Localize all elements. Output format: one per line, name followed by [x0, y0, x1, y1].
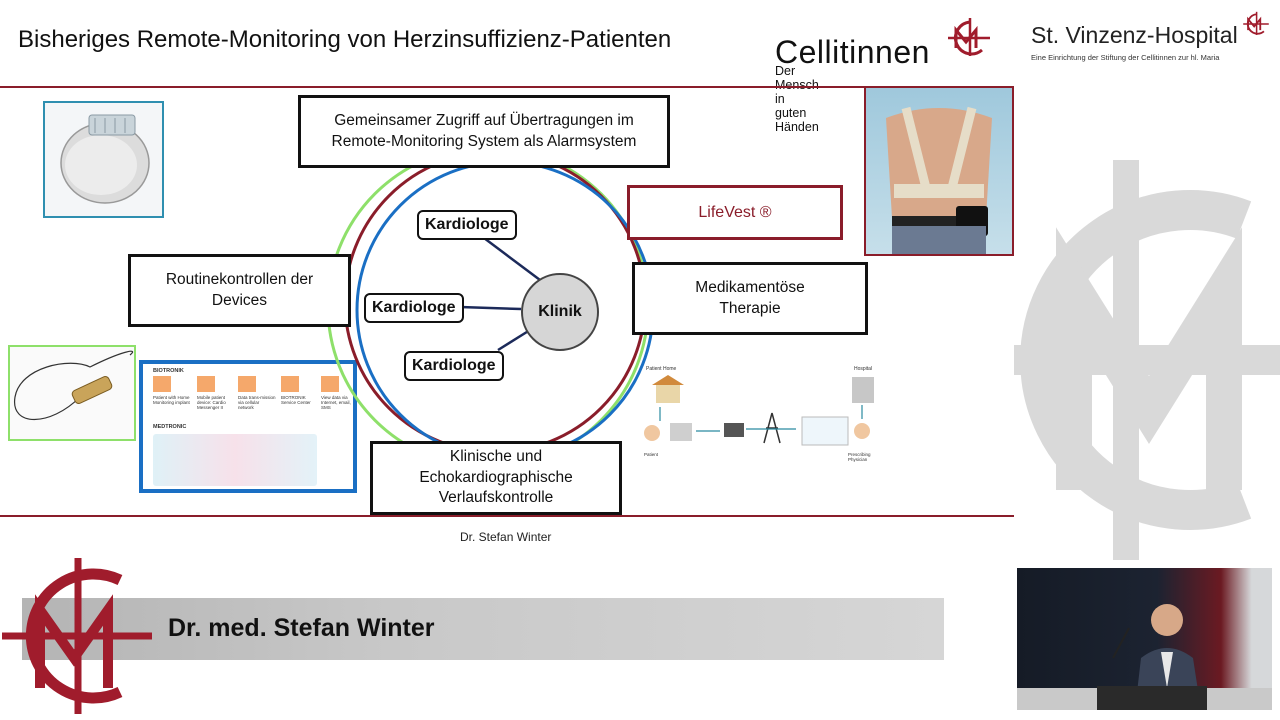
speaker-figure	[1017, 604, 1272, 710]
speaker-name: Dr. med. Stefan Winter	[168, 614, 435, 642]
step-1-label: Patient with Home Monitoring implant	[153, 395, 190, 405]
medtronic-illustration	[153, 434, 317, 486]
hospital-subtitle: Eine Einrichtung der Stiftung der Cellit…	[1031, 53, 1220, 62]
hospital-emblem-icon	[1243, 11, 1269, 35]
network-icon	[644, 375, 874, 446]
step-2-label: Mobile patient device: Cardio Messenger …	[197, 395, 226, 410]
loop-recorder-image	[8, 345, 136, 441]
connector-3	[497, 328, 531, 352]
top-divider	[0, 86, 1014, 88]
top-box: Gemeinsamer Zugriff auf Übertragungen im…	[298, 95, 670, 168]
biotronik-label: BIOTRONIK	[153, 368, 184, 374]
medtronic-label: MEDTRONIC	[153, 424, 187, 430]
pacemaker-image	[43, 101, 164, 218]
step-5-label: View data via Internet, email, SMS	[321, 395, 351, 410]
torso-illustration	[886, 106, 992, 254]
remote-network-figure: Patient Home Hospital Patient Prescribin…	[636, 365, 886, 465]
hospital-label: Hospital	[854, 366, 873, 372]
connector-2	[459, 305, 522, 311]
step-4-icon	[281, 376, 299, 392]
step-4-label: BIOTRONIK Service Center	[281, 395, 311, 405]
slide-title: Bisheriges Remote-Monitoring von Herzins…	[18, 26, 672, 53]
kardiologe-node-3: Kardiologe	[404, 351, 504, 381]
logo-name: Cellitinnen	[775, 34, 930, 70]
pacemaker-icon	[60, 114, 150, 204]
loop-recorder-icon	[14, 350, 134, 420]
hospital-name: St. Vinzenz-Hospital	[1031, 22, 1238, 48]
step-5-icon	[321, 376, 339, 392]
slide-author: Dr. Stefan Winter	[460, 530, 552, 544]
watermark-emblem-icon	[1014, 160, 1280, 560]
right-box: Medikamentöse Therapie	[632, 262, 868, 335]
banner-emblem-icon	[2, 558, 152, 714]
physician-label: Prescribing Physician	[848, 452, 871, 462]
patient-home-label: Patient Home	[646, 366, 677, 372]
left-box: Routinekontrollen der Devices	[128, 254, 351, 327]
connector-1	[483, 237, 541, 281]
speaker-banner	[22, 598, 944, 660]
lifevest-photo	[864, 86, 1014, 256]
cm-emblem-icon	[948, 18, 990, 56]
kardiologe-node-2: Kardiologe	[364, 293, 464, 323]
bottom-divider	[0, 515, 1014, 517]
device-workflow-panel: BIOTRONIK Patient with Home Monitoring i…	[139, 360, 357, 493]
kardiologe-node-1: Kardiologe	[417, 210, 517, 240]
step-3-icon	[238, 376, 256, 392]
klinik-node: Klinik	[521, 273, 599, 351]
speaker-video	[1017, 568, 1272, 710]
step-2-icon	[197, 376, 215, 392]
step-1-icon	[153, 376, 171, 392]
lifevest-box: LifeVest ®	[627, 185, 843, 240]
step-3-label: Data trans-mission via cellular network	[238, 395, 276, 410]
logo-tagline: Der Mensch in guten Händen	[775, 64, 819, 134]
bottom-box: Klinische und Echokardiographische Verla…	[370, 441, 622, 515]
patient-label: Patient	[644, 452, 659, 457]
